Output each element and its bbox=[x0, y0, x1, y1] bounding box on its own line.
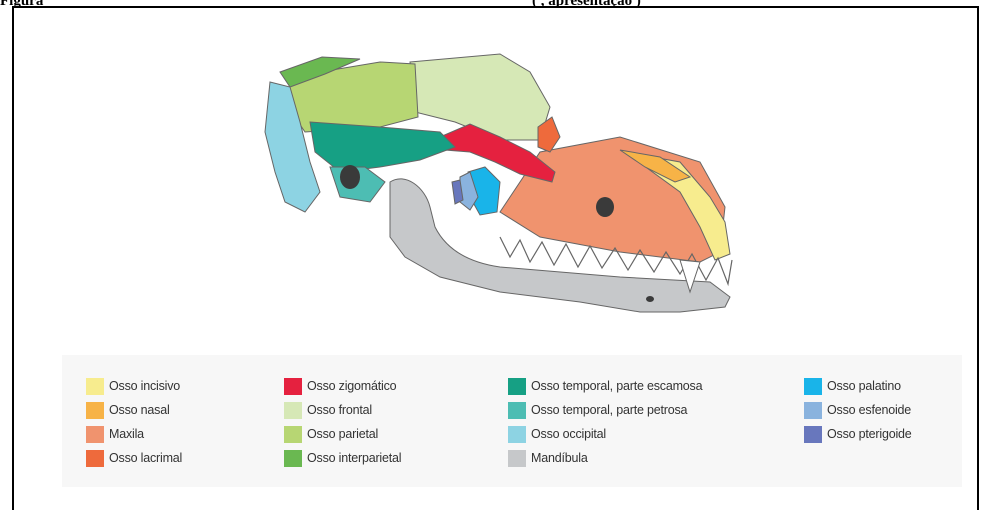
legend-swatch bbox=[86, 378, 104, 395]
legend-swatch bbox=[86, 426, 104, 443]
legend-swatch bbox=[508, 426, 526, 443]
legend-column-4: Osso palatino Osso esfenoide Osso pterig… bbox=[804, 374, 912, 446]
infraorbital-foramen bbox=[596, 197, 614, 217]
legend-label: Osso interparietal bbox=[307, 451, 401, 465]
legend-swatch bbox=[508, 402, 526, 419]
legend-label: Osso temporal, parte petrosa bbox=[531, 403, 687, 417]
legend-item: Osso temporal, parte petrosa bbox=[508, 398, 702, 422]
frontal-region bbox=[410, 54, 550, 140]
legend-swatch bbox=[804, 378, 822, 395]
legend-label: Osso frontal bbox=[307, 403, 372, 417]
legend-item: Osso frontal bbox=[284, 398, 401, 422]
legend-item: Osso zigomático bbox=[284, 374, 401, 398]
legend-item: Osso lacrimal bbox=[86, 446, 182, 470]
mandible-foramen bbox=[646, 296, 654, 302]
legend-item: Maxila bbox=[86, 422, 182, 446]
legend-label: Osso nasal bbox=[109, 403, 170, 417]
temporal-squamous-region bbox=[310, 122, 455, 172]
legend-item: Osso palatino bbox=[804, 374, 912, 398]
legend-swatch bbox=[284, 378, 302, 395]
legend-swatch bbox=[284, 426, 302, 443]
legend-label: Osso pterigoide bbox=[827, 427, 912, 441]
legend-swatch bbox=[86, 450, 104, 467]
legend-label: Osso temporal, parte escamosa bbox=[531, 379, 702, 393]
legend-swatch bbox=[284, 450, 302, 467]
legend-swatch bbox=[86, 402, 104, 419]
legend-label: Osso occipital bbox=[531, 427, 606, 441]
legend-item: Osso temporal, parte escamosa bbox=[508, 374, 702, 398]
legend-item: Mandíbula bbox=[508, 446, 702, 470]
legend-item: Osso occipital bbox=[508, 422, 702, 446]
legend-swatch bbox=[804, 402, 822, 419]
legend-column-1: Osso incisivo Osso nasal Maxila Osso lac… bbox=[86, 374, 182, 470]
legend-label: Osso palatino bbox=[827, 379, 901, 393]
legend-label: Osso incisivo bbox=[109, 379, 180, 393]
legend-swatch bbox=[508, 450, 526, 467]
ear-opening bbox=[340, 165, 360, 189]
legend-label: Mandíbula bbox=[531, 451, 588, 465]
legend-swatch bbox=[508, 378, 526, 395]
legend-label: Osso esfenoide bbox=[827, 403, 911, 417]
legend-swatch bbox=[804, 426, 822, 443]
legend-item: Osso incisivo bbox=[86, 374, 182, 398]
legend-label: Osso zigomático bbox=[307, 379, 396, 393]
legend-item: Osso pterigoide bbox=[804, 422, 912, 446]
legend-swatch bbox=[284, 402, 302, 419]
legend-item: Osso interparietal bbox=[284, 446, 401, 470]
legend-column-3: Osso temporal, parte escamosa Osso tempo… bbox=[508, 374, 702, 470]
legend-label: Maxila bbox=[109, 427, 144, 441]
legend-item: Osso esfenoide bbox=[804, 398, 912, 422]
legend-item: Osso nasal bbox=[86, 398, 182, 422]
legend-label: Osso parietal bbox=[307, 427, 378, 441]
legend-column-2: Osso zigomático Osso frontal Osso pariet… bbox=[284, 374, 401, 470]
legend-item: Osso parietal bbox=[284, 422, 401, 446]
legend-label: Osso lacrimal bbox=[109, 451, 182, 465]
